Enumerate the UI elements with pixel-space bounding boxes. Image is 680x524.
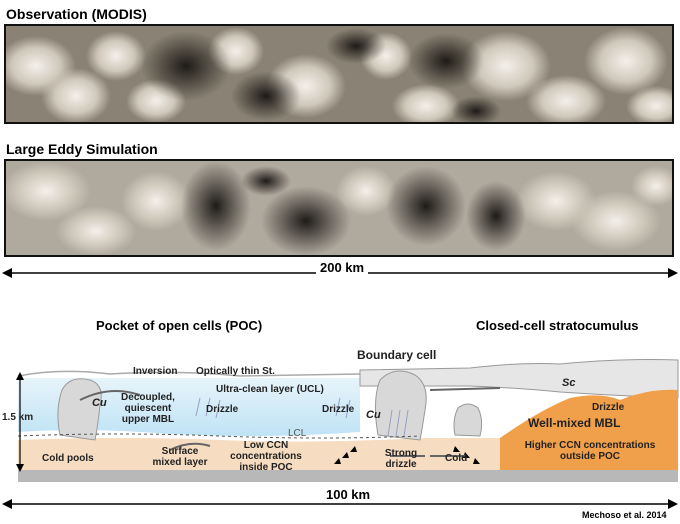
cu-cloud-left [57, 378, 102, 441]
cu-mid-label: Cu [366, 409, 381, 421]
height-label: 1.5 km [2, 412, 34, 423]
observation-title: Observation (MODIS) [6, 6, 147, 22]
low-ccn-line-2: concentrations [230, 451, 302, 462]
surface-mixed-line-1: Surface [161, 446, 199, 457]
strong-drizzle-line-2: drizzle [385, 459, 417, 470]
scale-label-200km: 200 km [316, 260, 369, 275]
surface-mixed-layer [18, 438, 500, 470]
cu-left-label: Cu [92, 397, 107, 409]
les-image [4, 159, 674, 257]
higher-ccn-label: Higher CCN concentrations outside POC [525, 440, 656, 462]
decoupled-line-1: Decoupled, [121, 392, 175, 403]
les-texture [6, 161, 672, 255]
closed-cell-title: Closed-cell stratocumulus [476, 318, 639, 333]
modis-texture [6, 26, 672, 122]
circulation-arrows [79, 387, 501, 457]
higher-ccn-line-2: outside POC [559, 451, 621, 462]
surface-mixed-label: Surface mixed layer [152, 446, 207, 468]
higher-ccn-line-1: Higher CCN concentrations [524, 440, 656, 451]
poc-title: Pocket of open cells (POC) [96, 318, 263, 333]
cold-label: Cold [445, 453, 468, 464]
strong-drizzle-line-1: Strong [384, 448, 418, 459]
low-ccn-line-3: inside POC [239, 462, 293, 473]
strong-drizzle-label: Strong drizzle [385, 448, 417, 470]
cold-pools-label: Cold pools [42, 453, 94, 464]
drizzle-mid-label: Drizzle [322, 404, 355, 415]
drizzle-right-label: Drizzle [592, 402, 625, 413]
les-title: Large Eddy Simulation [6, 141, 158, 157]
boundary-cell-cloud [374, 370, 427, 441]
well-mixed-label: Well-mixed MBL [528, 416, 621, 430]
ocean-surface [18, 470, 678, 482]
citation: Mechoso et al. 2014 [582, 510, 667, 520]
schematic-diagram [2, 359, 679, 509]
gust-fronts [334, 446, 480, 464]
surface-mixed-line-2: mixed layer [152, 457, 208, 468]
inversion-label: Inversion [133, 366, 178, 377]
sc-label: Sc [562, 377, 576, 389]
lcl-label: LCL [288, 428, 307, 439]
optically-thin-label: Optically thin St. [196, 366, 275, 377]
scale-label-100km: 100 km [322, 487, 375, 502]
well-mixed-mbl [500, 389, 678, 470]
drizzle-left-label: Drizzle [206, 404, 239, 415]
modis-image [4, 24, 674, 124]
decoupled-line-3: upper MBL [121, 414, 175, 425]
low-ccn-label: Low CCN concentrations inside POC [230, 440, 302, 473]
drizzle-streaks [195, 397, 409, 437]
low-ccn-line-1: Low CCN [243, 440, 289, 451]
decoupled-line-2: quiescent [124, 403, 172, 414]
ucl-label: Ultra-clean layer (UCL) [216, 384, 324, 395]
boundary-cell-label: Boundary cell [357, 348, 437, 362]
decoupled-label: Decoupled, quiescent upper MBL [121, 392, 175, 425]
